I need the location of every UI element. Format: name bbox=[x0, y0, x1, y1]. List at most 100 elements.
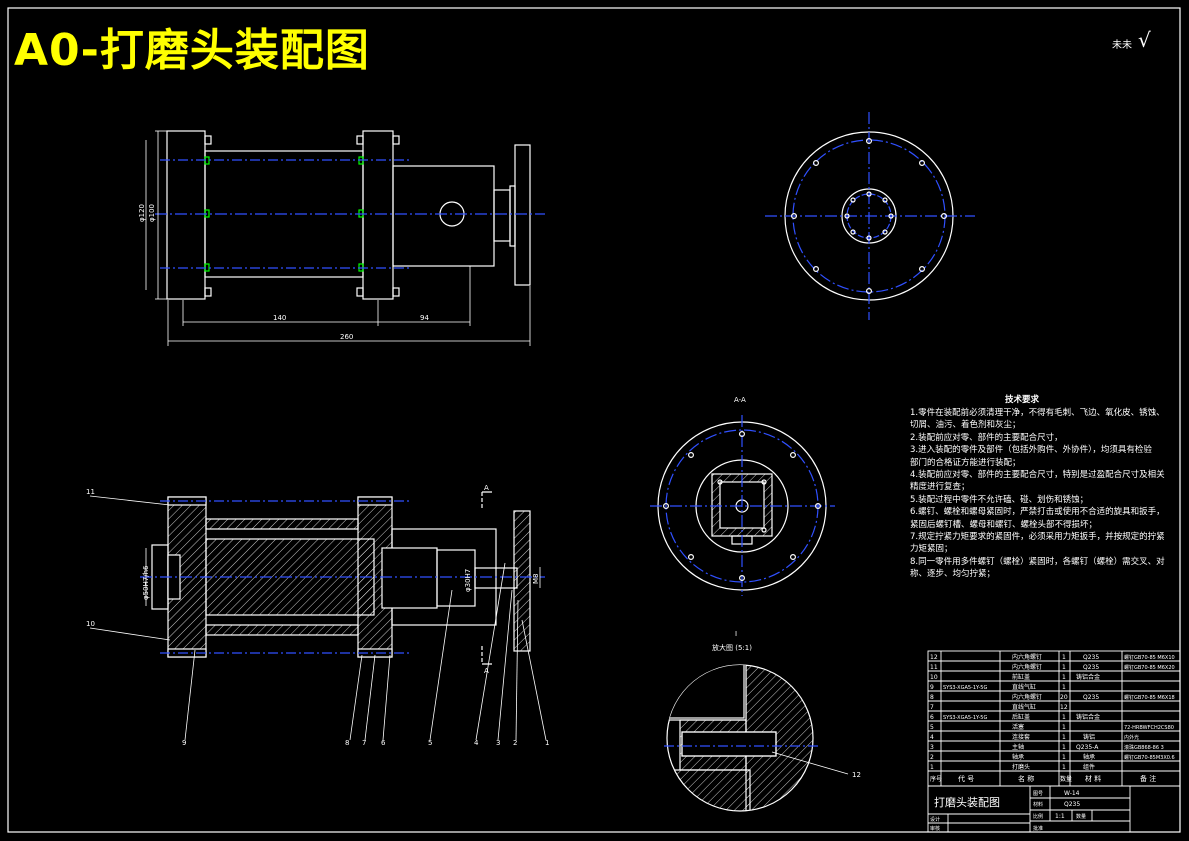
callout-1: 1 bbox=[545, 739, 549, 747]
svg-text:铸铝合金: 铸铝合金 bbox=[1076, 713, 1100, 721]
section-mark-top: A bbox=[484, 484, 489, 492]
bom-row-6: 6 SYS3-XGA5-1Y-5G 后缸盖 1 铸铝合金 bbox=[930, 713, 1100, 721]
svg-text:1: 1 bbox=[930, 764, 934, 771]
svg-text:7: 7 bbox=[930, 704, 934, 711]
svg-text:SYS3-XGA5-1Y-5G: SYS3-XGA5-1Y-5G bbox=[943, 715, 987, 721]
tech-req-line: 6.螺钉、螺栓和螺母紧固时，严禁打击或使用不合适的旋具和扳手， bbox=[910, 507, 1165, 518]
svg-text:11: 11 bbox=[930, 664, 938, 671]
section-view bbox=[89, 491, 547, 741]
callout-7: 7 bbox=[362, 739, 366, 747]
svg-text:内六角螺钉: 内六角螺钉 bbox=[1012, 693, 1042, 701]
view-aa bbox=[650, 415, 835, 596]
callout-4: 4 bbox=[474, 739, 479, 747]
svg-text:1: 1 bbox=[1062, 764, 1066, 771]
svg-text:螺钉GB70-85M3X0.6: 螺钉GB70-85M3X0.6 bbox=[1124, 754, 1175, 761]
svg-text:设计: 设计 bbox=[930, 816, 940, 823]
tech-req-line: 切屑、油污、着色剂和灰尘； bbox=[910, 420, 1021, 431]
svg-text:Q235: Q235 bbox=[1083, 654, 1099, 661]
svg-text:1: 1 bbox=[1062, 734, 1066, 741]
svg-text:6: 6 bbox=[930, 714, 934, 721]
callout-9: 9 bbox=[182, 739, 186, 747]
svg-text:比例: 比例 bbox=[1033, 813, 1043, 820]
tech-req-line: 7.规定拧紧力矩要求的紧固件，必须采用力矩扳手，并按规定的拧紧 bbox=[910, 532, 1165, 543]
svg-text:W-14: W-14 bbox=[1064, 790, 1080, 797]
corner-mark: 未未 bbox=[1112, 40, 1132, 51]
detail-callout-12: 12 bbox=[852, 771, 861, 779]
bom-table bbox=[927, 650, 1181, 833]
svg-text:12: 12 bbox=[1060, 704, 1068, 711]
svg-text:1: 1 bbox=[1062, 724, 1066, 731]
tech-req-line: 3.进入装配的零件及部件（包括外购件、外协件），均须具有检验 bbox=[910, 445, 1152, 456]
drawing-title: A0-打磨头装配图 bbox=[14, 25, 370, 76]
svg-text:数量: 数量 bbox=[1076, 813, 1086, 820]
tech-req-line: 力矩紧固； bbox=[910, 544, 953, 555]
svg-text:铸铝: 铸铝 bbox=[1083, 733, 1095, 741]
detail-label-top: I bbox=[735, 630, 737, 638]
svg-text:轴承: 轴承 bbox=[1083, 753, 1095, 761]
bom-header: 序号 代 号 名 称 数量 材 料 备 注 bbox=[930, 774, 1156, 783]
callout-5: 5 bbox=[428, 739, 432, 747]
svg-text:后缸盖: 后缸盖 bbox=[1012, 713, 1030, 721]
svg-text:直线气缸: 直线气缸 bbox=[1012, 703, 1036, 711]
svg-text:连接套: 连接套 bbox=[1012, 733, 1030, 741]
svg-text:Q235: Q235 bbox=[1083, 664, 1099, 671]
tech-req-line: 称、逐步、均匀拧紧； bbox=[910, 569, 996, 580]
svg-text:1: 1 bbox=[1062, 654, 1066, 661]
dim-140: 140 bbox=[273, 314, 286, 322]
dim-fit-50: φ50H7/h6 bbox=[142, 565, 150, 600]
detail-view bbox=[664, 664, 849, 812]
tech-req-line: 1.零件在装配前必须清理干净，不得有毛刺、飞边、氧化皮、锈蚀、 bbox=[910, 408, 1165, 418]
svg-text:8: 8 bbox=[930, 694, 934, 701]
callout-10: 10 bbox=[86, 620, 95, 628]
svg-text:批准: 批准 bbox=[1033, 825, 1043, 832]
tech-req-line: 2.装配前应对零、部件的主要配合尺寸， bbox=[910, 432, 1063, 443]
svg-text:72-HRBWFCH2CS80: 72-HRBWFCH2CS80 bbox=[1124, 725, 1174, 731]
dim-d120: φ120 bbox=[138, 204, 146, 222]
tech-req-heading: 技术要求 bbox=[1005, 395, 1040, 405]
top-front-view bbox=[145, 130, 545, 346]
svg-text:1: 1 bbox=[1062, 674, 1066, 681]
svg-text:组件: 组件 bbox=[1083, 763, 1095, 771]
svg-text:10: 10 bbox=[930, 674, 938, 681]
svg-text:1: 1 bbox=[1062, 714, 1066, 721]
svg-text:图号: 图号 bbox=[1033, 791, 1043, 797]
svg-text:1: 1 bbox=[1062, 684, 1066, 691]
svg-text:4: 4 bbox=[930, 734, 934, 741]
svg-text:序号: 序号 bbox=[930, 775, 942, 783]
svg-text:Q235: Q235 bbox=[1083, 694, 1099, 701]
svg-text:审核: 审核 bbox=[930, 825, 940, 832]
svg-text:内六角螺钉: 内六角螺钉 bbox=[1012, 663, 1042, 671]
drawing-frame bbox=[7, 7, 1181, 833]
callout-3: 3 bbox=[496, 739, 500, 747]
callout-2: 2 bbox=[513, 739, 517, 747]
callout-6: 6 bbox=[381, 739, 386, 747]
svg-text:主轴: 主轴 bbox=[1012, 743, 1024, 751]
view-aa-label: A-A bbox=[734, 396, 746, 404]
svg-text:20: 20 bbox=[1060, 694, 1068, 701]
svg-text:1: 1 bbox=[1062, 754, 1066, 761]
svg-text:前缸盖: 前缸盖 bbox=[1012, 673, 1030, 681]
dim-260: 260 bbox=[340, 333, 353, 341]
bom-row-4: 4 连接套 1 铸铝 内外光 bbox=[930, 733, 1139, 741]
section-mark-bottom: A bbox=[484, 667, 489, 675]
svg-text:1: 1 bbox=[1062, 744, 1066, 751]
svg-text:直线气缸: 直线气缸 bbox=[1012, 683, 1036, 691]
svg-text:SYS3-XGA5-1Y-5G: SYS3-XGA5-1Y-5G bbox=[943, 685, 987, 691]
svg-text:代 号: 代 号 bbox=[958, 774, 974, 783]
svg-text:Q235: Q235 bbox=[1064, 801, 1080, 808]
drawing-title-block: 打磨头装配图 bbox=[934, 795, 1000, 809]
svg-text:内外光: 内外光 bbox=[1124, 734, 1139, 741]
svg-text:数量: 数量 bbox=[1060, 775, 1072, 783]
tech-req-line: 精度进行复查； bbox=[910, 482, 970, 493]
svg-text:螺钉GB70-85 M6X20: 螺钉GB70-85 M6X20 bbox=[1124, 664, 1175, 671]
svg-text:5: 5 bbox=[930, 724, 934, 731]
svg-text:3: 3 bbox=[930, 744, 934, 751]
dim-m8: M8 bbox=[532, 574, 540, 585]
